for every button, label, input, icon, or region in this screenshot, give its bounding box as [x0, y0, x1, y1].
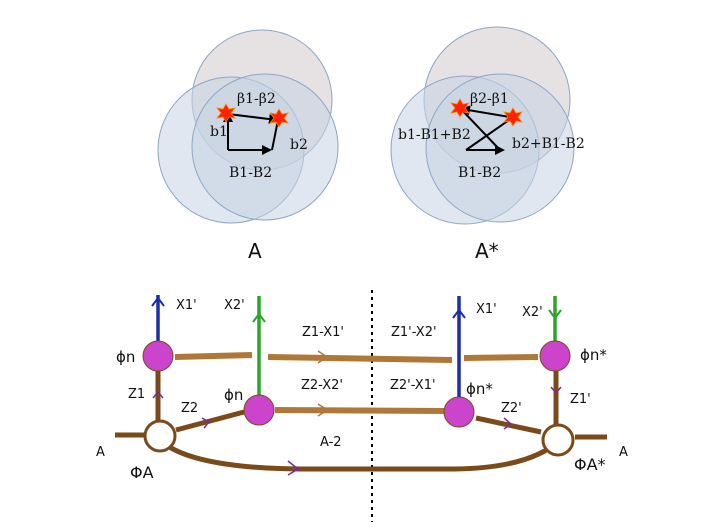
arrow-x1-left — [151, 296, 165, 307]
label-B1B2-right: B1-B2 — [458, 165, 501, 181]
label-phi-A: ΦA — [130, 463, 154, 482]
arrow-lower-bar — [317, 403, 329, 417]
label-phi-n-left: ϕn — [116, 348, 135, 366]
label-b1-left: b1 — [210, 124, 228, 140]
bar-z1p-right — [463, 354, 539, 361]
label-left-right: b1-B1+B2 — [398, 127, 471, 143]
arrow-x2-right — [548, 309, 562, 320]
label-x2-left: X2' — [224, 298, 245, 313]
label-z1-left: Z1 — [128, 387, 145, 402]
label-beta-right: β2-β1 — [470, 91, 509, 107]
arrow-upper-bar — [317, 350, 329, 364]
star-marker — [269, 108, 289, 128]
label-x1-left: X1' — [176, 298, 197, 313]
bar-z1-x1-center — [267, 354, 453, 363]
label-a-minus-2: A-2 — [320, 435, 342, 450]
venn-left: β1-β2 b1 b2 B1-B2 A — [157, 29, 339, 263]
label-phi-n-mid: ϕn — [224, 386, 243, 404]
vertex-phi-n-star-mid — [443, 396, 475, 428]
label-edge-z2p-x1: Z2'-X1' — [390, 378, 436, 393]
vertex-phi-A-star — [541, 423, 575, 457]
label-a-left: A — [96, 445, 105, 460]
arrow-z2-left — [201, 417, 211, 429]
arrow-z1-right — [550, 386, 562, 395]
star-marker — [450, 98, 470, 118]
caption-A: A — [248, 239, 262, 263]
label-phi-n-star-right: ϕn* — [580, 346, 607, 364]
star-marker — [503, 107, 523, 127]
label-x2-right: X2' — [522, 305, 543, 320]
label-a-right: A — [619, 445, 628, 460]
vertex-phi-n-mid — [243, 394, 275, 426]
label-z1-right: Z1' — [570, 392, 591, 407]
venn-right: β2-β1 b1-B1+B2 b2+B1-B2 B1-B2 A* — [390, 26, 585, 263]
label-right-right: b2+B1-B2 — [512, 136, 585, 152]
label-z2-right: Z2' — [501, 401, 522, 416]
bar-z2-x2 — [274, 407, 446, 414]
lower-diagram: X1' X2' X1' X2' ϕn ϕn ϕn* ϕn* Z1 Z2 Z1' … — [96, 290, 628, 522]
label-phi-A-star: ΦA* — [574, 455, 606, 474]
arc-A-2 — [158, 438, 562, 472]
edge-z2-left — [175, 409, 245, 433]
label-z2-left: Z2 — [181, 401, 198, 416]
caption-A-star: A* — [475, 239, 499, 263]
arrow-b2 — [271, 119, 279, 151]
bar-z1-x1 — [174, 352, 253, 360]
star-marker — [216, 103, 236, 123]
label-x1-right: X1' — [476, 302, 497, 317]
label-b2-left: b2 — [290, 137, 308, 153]
arrow-cross-2 — [459, 107, 501, 151]
arrow-cross-1 — [465, 117, 513, 151]
vertex-phi-A — [143, 419, 177, 453]
label-edge-z1-x1: Z1-X1' — [302, 325, 344, 340]
label-beta-left: β1-β2 — [237, 91, 276, 107]
vertex-phi-n-left — [142, 340, 174, 372]
label-B1B2-left: B1-B2 — [229, 165, 272, 181]
arrow-beta-right — [460, 105, 511, 118]
arrow-beta — [227, 113, 279, 124]
arrow-z1-left — [152, 390, 164, 399]
arrow-A-2 — [287, 460, 300, 476]
arrow-x1-right — [452, 308, 466, 319]
label-edge-z2-x2: Z2-X2' — [301, 378, 343, 393]
arrow-x2-left — [252, 312, 266, 323]
arrow-z2-right — [503, 417, 513, 430]
vertex-phi-n-star-right — [539, 340, 571, 372]
label-edge-z1p-x2: Z1'-X2' — [391, 325, 437, 340]
label-phi-n-star-mid: ϕn* — [466, 380, 493, 398]
